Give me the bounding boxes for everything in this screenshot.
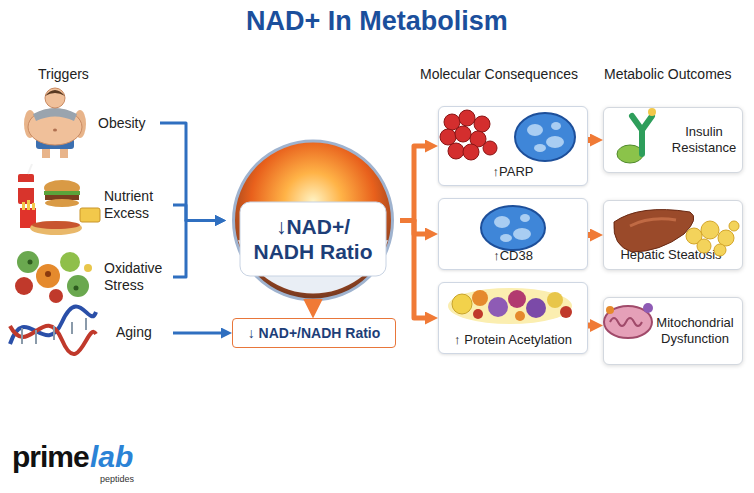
node-text: ↓ NAD+/NADH Ratio — [248, 325, 381, 342]
consequence-box: ↑ Protein Acetylation — [438, 282, 588, 354]
flow-arrow — [173, 205, 218, 221]
insulin-receptor-illustration — [617, 108, 656, 163]
outcome-box: Mitochondrial Dysfunction — [603, 297, 743, 365]
trigger-item: Aging — [8, 310, 173, 354]
flow-arrow — [400, 221, 429, 235]
consequence-box: ↑CD38 — [438, 198, 588, 270]
diagram-title: NAD+ In Metabolism — [0, 6, 754, 37]
flow-arrow — [173, 221, 218, 278]
consequence-box: ↑PARP — [438, 106, 588, 186]
mitochondria-illustration — [604, 303, 653, 338]
column-header: Molecular Consequences — [420, 66, 578, 82]
node-text: ↓NAD+/ NADH Ratio — [247, 214, 379, 264]
trigger-item: Nutrient Excess — [8, 172, 173, 238]
flow-arrow — [588, 137, 594, 143]
node-text: ↑PARP — [493, 164, 534, 180]
node-text: ↑CD38 — [493, 248, 533, 264]
node-text: Mitochondrial Dysfunction — [652, 315, 738, 346]
column-header: Triggers — [38, 66, 89, 82]
logo-text: lab — [90, 440, 133, 474]
liver-illustration — [614, 210, 739, 256]
flow-arrow — [588, 232, 594, 238]
food-illustration — [18, 164, 100, 235]
logo-text: prime — [12, 440, 89, 474]
node-text: Aging — [116, 324, 152, 341]
obesity-illustration — [24, 88, 86, 158]
node-text: Obesity — [98, 115, 145, 132]
cd38-illustration — [481, 206, 545, 250]
flow-arrow — [309, 303, 318, 305]
node-text: Oxidative Stress — [104, 260, 173, 294]
trigger-item: Obesity — [8, 88, 160, 158]
dna-illustration — [10, 306, 96, 354]
protein-acetylation-illustration — [448, 288, 572, 324]
parp-illustration — [440, 110, 575, 161]
flow-arrow — [173, 332, 224, 335]
logo-subtext: peptides — [100, 474, 134, 484]
trigger-item: Oxidative Stress — [8, 248, 173, 306]
flow-arrow — [588, 323, 594, 329]
outcome-box: Hepatic Steatosis — [603, 200, 743, 270]
column-header: Metabolic Outcomes — [604, 66, 732, 82]
flow-arrow — [400, 146, 429, 221]
oxidative-stress-illustration — [15, 251, 92, 303]
node-text: Nutrient Excess — [104, 188, 173, 222]
outcome-box: Insulin Resistance — [603, 107, 743, 173]
node-text: Insulin Resistance — [670, 124, 738, 155]
node-text: Hepatic Steatosis — [620, 247, 721, 263]
node-text: ↑ Protein Acetylation — [454, 332, 572, 348]
ratio-box: ↓ NAD+/NADH Ratio — [232, 318, 396, 348]
ratio-circle: ↓NAD+/ NADH Ratio — [226, 138, 400, 303]
flow-arrow — [160, 123, 218, 221]
flow-arrow — [400, 221, 429, 319]
